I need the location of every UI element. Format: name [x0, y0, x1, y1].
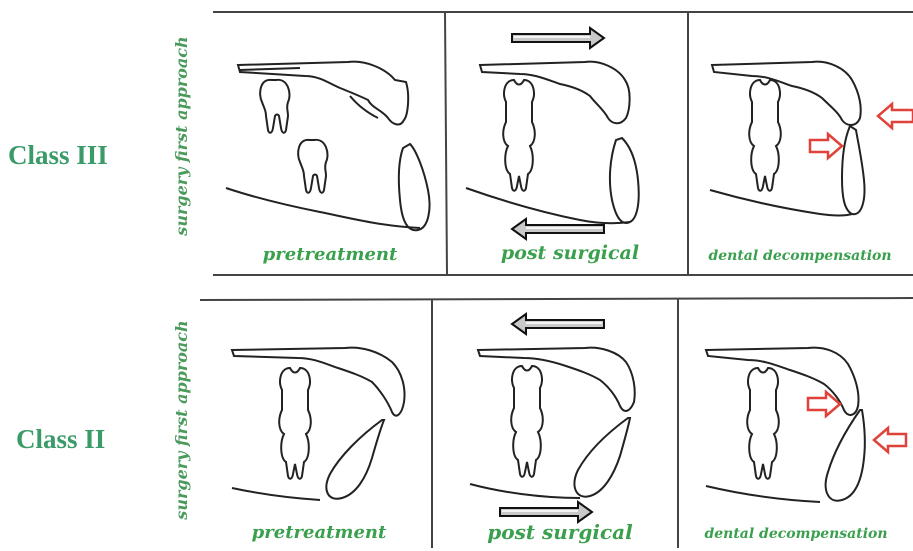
row2-panel2-sketch [470, 348, 635, 498]
row1-caption-pretreatment: pretreatment [245, 244, 415, 265]
row1-panel1-sketch [226, 62, 430, 231]
row2-red-arrow-lower [874, 428, 906, 452]
row2-panel1-sketch [232, 348, 405, 500]
row2-arrow-right [500, 502, 592, 522]
row1-arrow-right [512, 28, 604, 48]
row2-caption-dental-decompensation: dental decompensation [680, 526, 912, 542]
row1-panel3-sketch [710, 62, 865, 216]
row1-panel2-sketch [466, 62, 639, 224]
row2-arrow-left [512, 314, 604, 334]
row2-panel3-sketch [706, 348, 865, 502]
row2-caption-post-surgical: post surgical [470, 520, 650, 544]
row1-caption-post-surgical: post surgical [480, 242, 660, 264]
row1-red-arrow-lower [810, 134, 842, 158]
row1-caption-dental-decompensation: dental decompensation [688, 248, 912, 264]
row1-frame [213, 12, 913, 275]
row1-red-arrow-upper [878, 104, 913, 128]
row2-caption-pretreatment: pretreatment [234, 522, 404, 543]
